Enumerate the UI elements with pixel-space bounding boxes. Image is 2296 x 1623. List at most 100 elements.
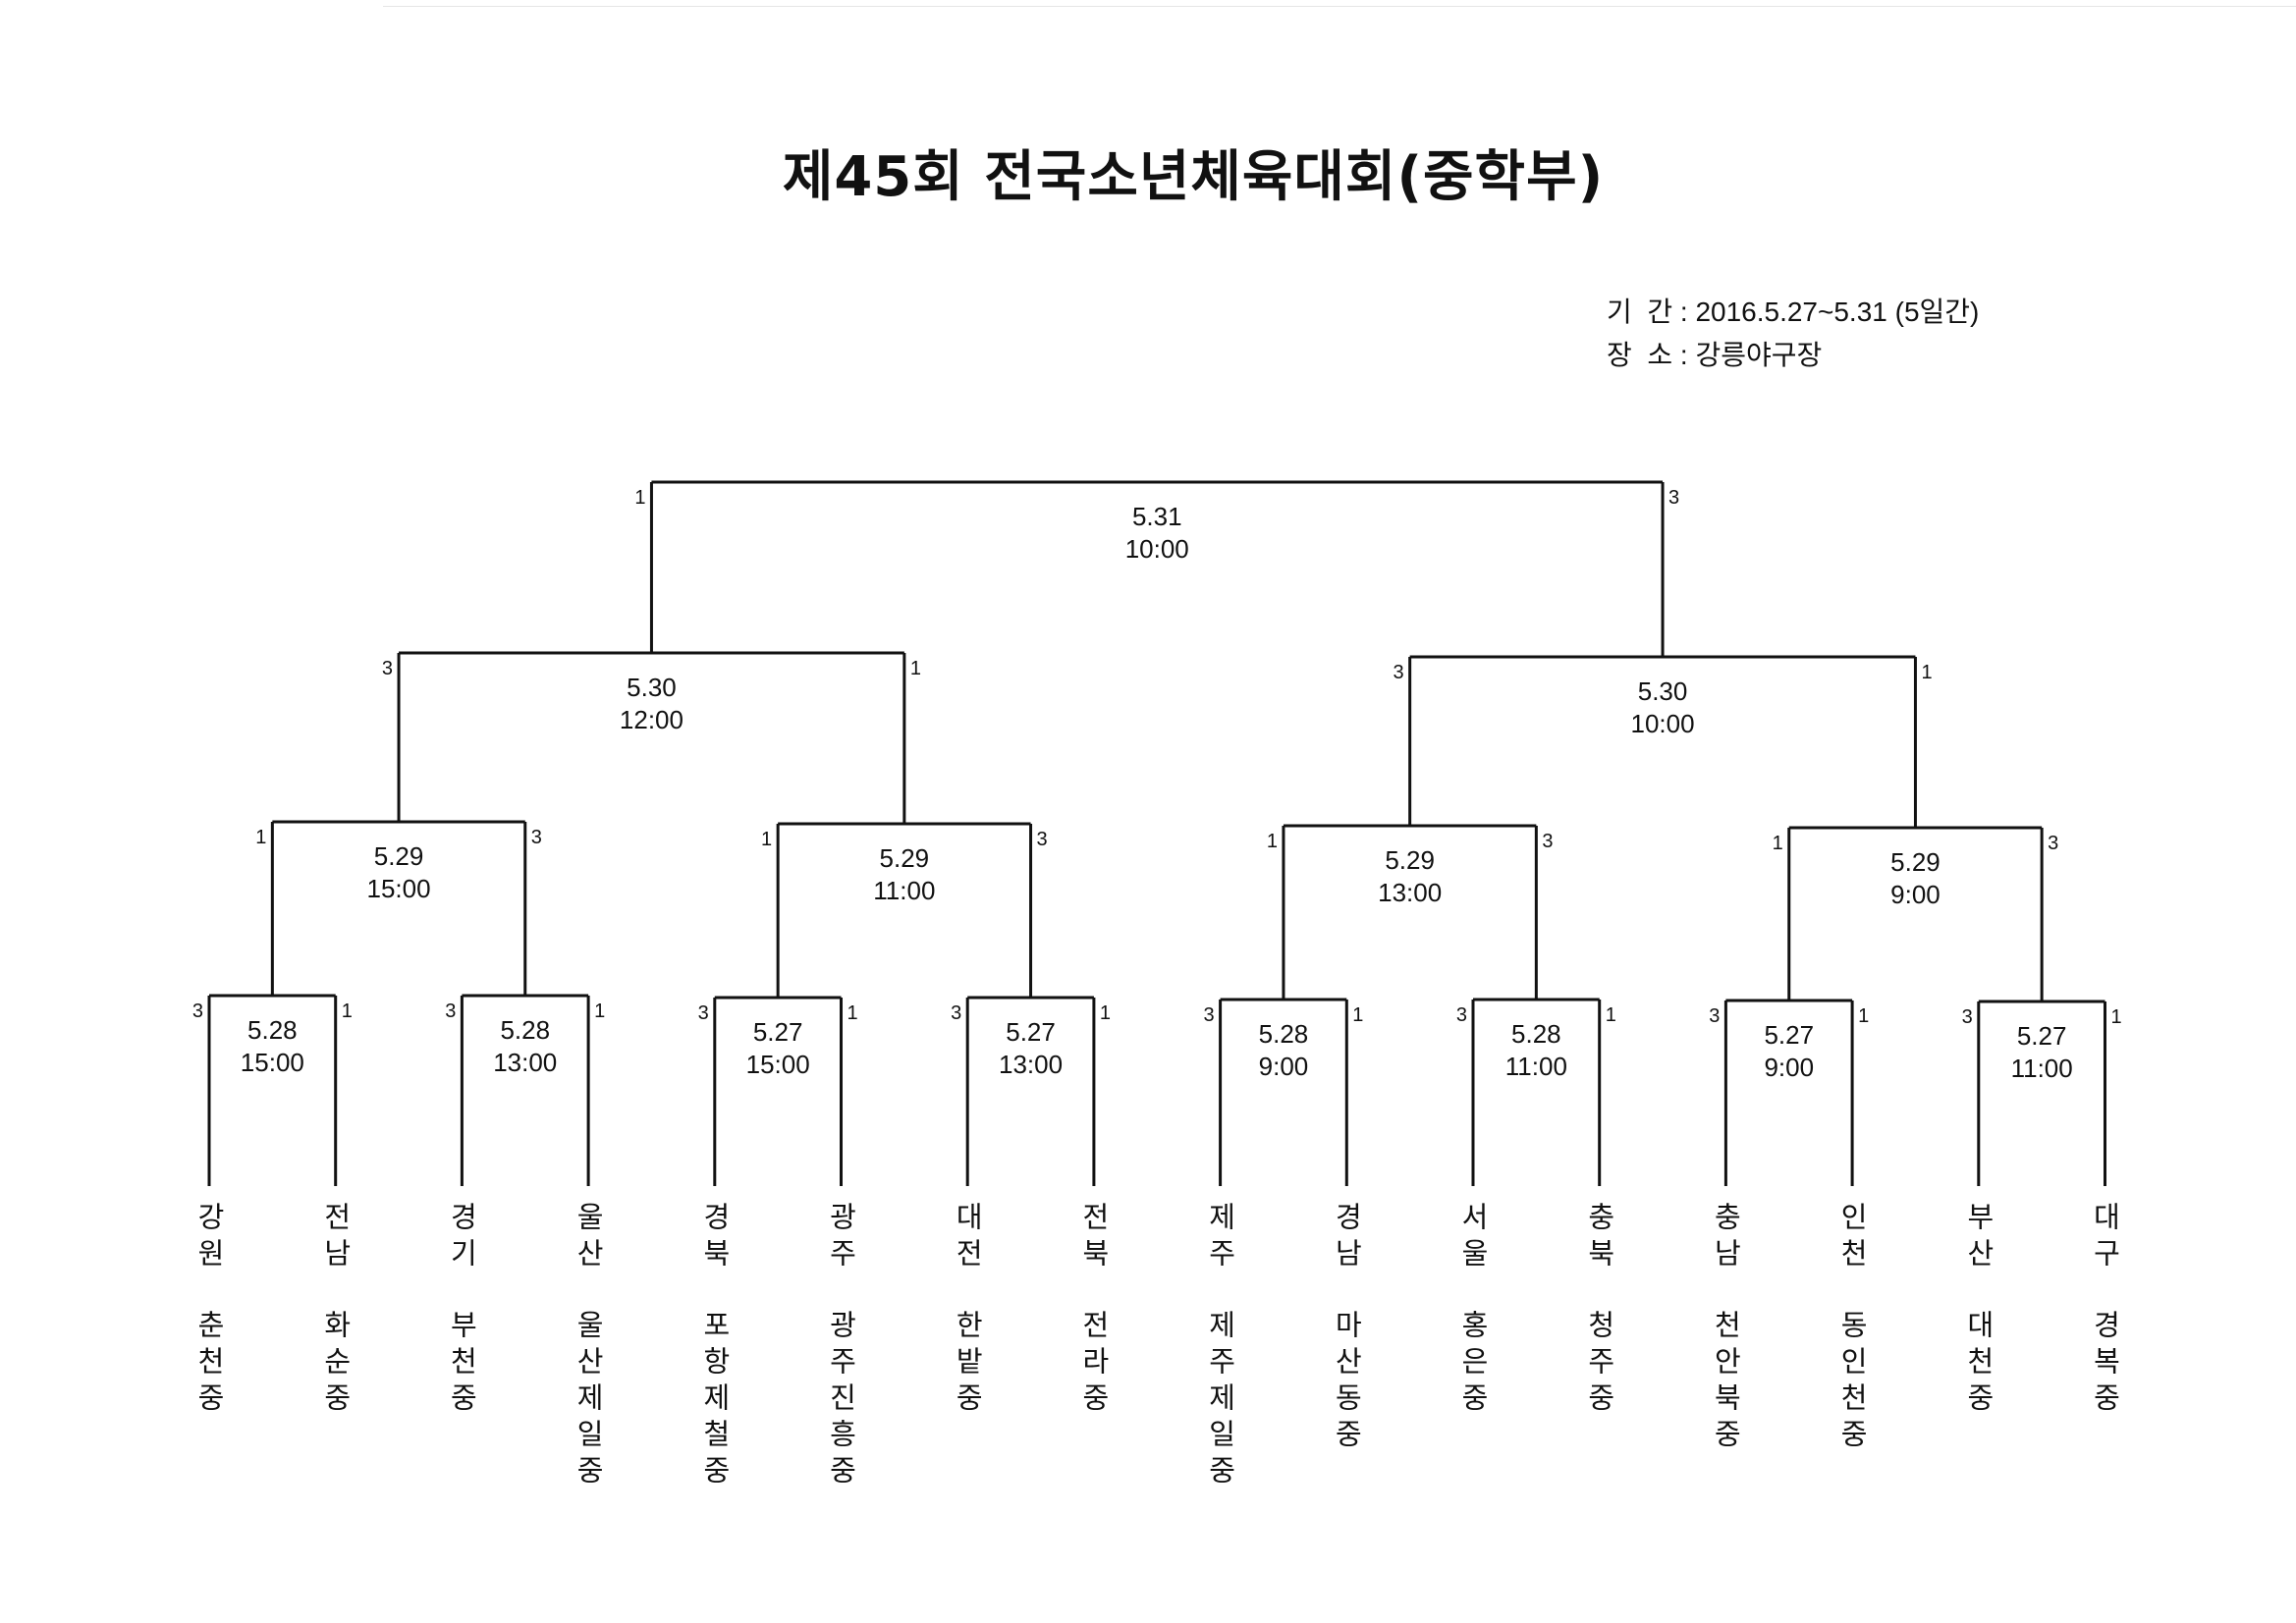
- team-school: 부천중: [445, 1310, 479, 1419]
- match-time: 10:00: [1125, 534, 1189, 564]
- team-region: 경북: [697, 1202, 732, 1274]
- team-region: 대구: [2088, 1202, 2122, 1274]
- team-school: 울산제일중: [572, 1310, 606, 1491]
- period-value: 2016.5.27~5.31 (5일간): [1695, 297, 1980, 327]
- right-score: 1: [342, 1001, 353, 1022]
- right-score: 1: [594, 1001, 605, 1022]
- team-region: 부산: [1961, 1202, 1995, 1274]
- page-title: 제45회 전국소년체육대회(중학부): [782, 145, 1605, 209]
- match-date: 5.29: [1890, 847, 1941, 877]
- right-score: 1: [910, 658, 921, 679]
- match-time: 15:00: [746, 1050, 810, 1079]
- left-score: 3: [192, 1001, 203, 1022]
- match-date: 5.27: [1006, 1017, 1056, 1047]
- left-score: 3: [1962, 1006, 1973, 1028]
- match-time: 9:00: [1259, 1052, 1309, 1081]
- match-date: 5.27: [2017, 1021, 2067, 1051]
- match-date: 5.28: [1511, 1019, 1561, 1049]
- left-score: 1: [255, 827, 266, 848]
- left-score: 3: [1203, 1004, 1214, 1026]
- period-label: 기 간: [1607, 297, 1673, 327]
- match-time: 9:00: [1890, 880, 1941, 909]
- match-time: 15:00: [367, 874, 431, 903]
- team-school: 전라중: [1076, 1310, 1111, 1419]
- match-date: 5.29: [1385, 845, 1435, 875]
- right-score: 3: [1542, 831, 1553, 852]
- team-region: 울산: [572, 1202, 606, 1274]
- left-score: 3: [445, 1001, 456, 1022]
- right-score: 1: [1606, 1004, 1616, 1026]
- team-region: 전남: [318, 1202, 353, 1274]
- match-date: 5.28: [247, 1015, 298, 1045]
- team-region: 광주: [824, 1202, 858, 1274]
- match-time: 11:00: [1505, 1052, 1567, 1081]
- team-region: 대전: [951, 1202, 985, 1274]
- match-time: 13:00: [493, 1048, 557, 1077]
- team-school: 경복중: [2088, 1310, 2122, 1419]
- team-region: 충남: [1709, 1202, 1743, 1274]
- team-region: 충북: [1582, 1202, 1616, 1274]
- match-time: 12:00: [620, 705, 683, 734]
- match-date: 5.31: [1132, 502, 1182, 531]
- team-school: 동인천중: [1835, 1310, 1870, 1455]
- match-time: 9:00: [1764, 1053, 1814, 1082]
- right-score: 3: [1037, 829, 1048, 850]
- match-time: 13:00: [1378, 878, 1442, 907]
- left-score: 1: [1267, 831, 1278, 852]
- match-time: 11:00: [2011, 1054, 2073, 1083]
- period-row: 기 간 : 2016.5.27~5.31 (5일간): [1607, 297, 1980, 327]
- team-school: 청주중: [1582, 1310, 1616, 1419]
- team-region: 제주: [1203, 1202, 1237, 1274]
- match-date: 5.28: [1259, 1019, 1309, 1049]
- team-school: 한밭중: [951, 1310, 985, 1419]
- match-date: 5.29: [880, 843, 930, 873]
- match-time: 10:00: [1631, 709, 1695, 738]
- team-school: 마산동중: [1330, 1310, 1364, 1455]
- match-date: 5.30: [1638, 676, 1688, 706]
- right-score: 1: [1100, 1002, 1111, 1024]
- left-score: 3: [1709, 1005, 1720, 1027]
- match-date: 5.29: [374, 841, 424, 871]
- team-region: 경남: [1330, 1202, 1364, 1274]
- left-score: 1: [761, 829, 772, 850]
- left-score: 3: [1456, 1004, 1467, 1026]
- team-region: 서울: [1456, 1202, 1490, 1274]
- team-school: 홍은중: [1456, 1310, 1490, 1419]
- left-score: 1: [1773, 833, 1783, 854]
- left-score: 3: [698, 1002, 709, 1024]
- match-time: 11:00: [873, 876, 935, 905]
- right-score: 1: [847, 1002, 858, 1024]
- match-date: 5.27: [1764, 1020, 1814, 1050]
- team-school: 화순중: [318, 1310, 353, 1419]
- scan-edge-line: [383, 6, 2296, 7]
- venue-value: 강릉야구장: [1695, 340, 1823, 370]
- right-score: 1: [1858, 1005, 1869, 1027]
- team-school: 대천중: [1961, 1310, 1995, 1419]
- left-score: 3: [951, 1002, 961, 1024]
- right-score: 3: [531, 827, 542, 848]
- team-school: 제주제일중: [1203, 1310, 1237, 1491]
- team-region: 인천: [1835, 1202, 1870, 1274]
- match-date: 5.30: [627, 673, 677, 702]
- match-time: 13:00: [999, 1050, 1063, 1079]
- left-score: 3: [1394, 662, 1404, 683]
- right-score: 3: [2048, 833, 2058, 854]
- team-school: 포항제철중: [697, 1310, 732, 1491]
- venue-row: 장 소 : 강릉야구장: [1607, 340, 1823, 370]
- team-school: 광주진흥중: [824, 1310, 858, 1491]
- left-score: 3: [382, 658, 393, 679]
- left-score: 1: [634, 487, 645, 509]
- team-region: 전북: [1076, 1202, 1111, 1274]
- team-region: 경기: [445, 1202, 479, 1274]
- right-score: 3: [1668, 487, 1679, 509]
- right-score: 1: [2111, 1006, 2122, 1028]
- team-region: 강원: [192, 1202, 226, 1274]
- match-date: 5.27: [753, 1017, 803, 1047]
- venue-label: 장 소: [1607, 340, 1673, 370]
- match-time: 15:00: [241, 1048, 304, 1077]
- team-school: 천안북중: [1709, 1310, 1743, 1455]
- match-date: 5.28: [500, 1015, 550, 1045]
- right-score: 1: [1352, 1004, 1363, 1026]
- team-school: 춘천중: [192, 1310, 226, 1419]
